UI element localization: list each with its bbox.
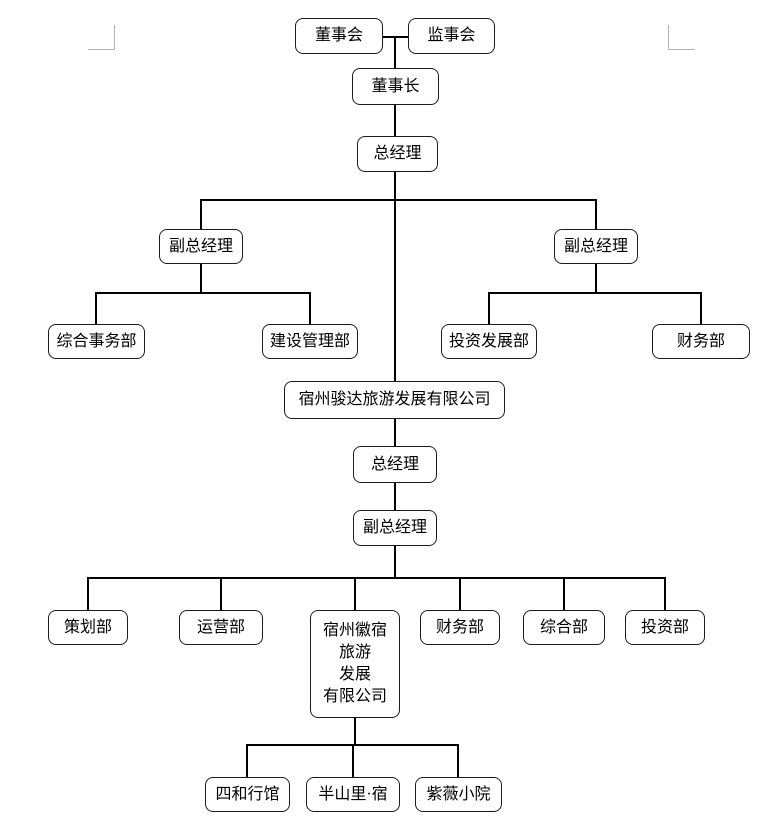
org-node-investment-dept-label: 投资部: [640, 618, 689, 636]
org-node-sihe-hotel: 四和行馆: [205, 777, 290, 812]
org-node-chairman-label: 董事长: [371, 77, 420, 95]
connector-drop-construction: [309, 292, 311, 324]
margin-mark-top-left: [114, 25, 115, 50]
connector-deputy-left-down: [200, 264, 202, 293]
org-node-general-manager-top: 总经理: [357, 136, 438, 172]
connector-deputy-bus: [200, 199, 597, 201]
org-node-operations-dept: 运营部: [179, 610, 263, 645]
connector-drop-investment-dev: [488, 292, 490, 324]
org-node-general-manager-mid-label: 总经理: [370, 455, 419, 473]
connector-gm-deputy: [394, 483, 396, 510]
connector-left-bus: [96, 292, 310, 294]
connector-drop-deputy-right: [595, 199, 597, 229]
org-node-investment-dept: 投资部: [625, 610, 705, 645]
org-node-general-affairs-dept-label: 综合事务部: [56, 332, 137, 350]
connector-drop-planning: [87, 577, 89, 610]
org-node-deputy-gm-left: 副总经理: [159, 229, 243, 264]
connector-drop-general-dept: [563, 577, 565, 610]
org-node-general-manager-top-label: 总经理: [373, 145, 422, 162]
org-node-ziwei-hotel-label: 紫薇小院: [426, 785, 491, 803]
org-node-ziwei-hotel: 紫薇小院: [415, 777, 502, 812]
connector-drop-finance-lower: [459, 577, 461, 610]
connector-drop-general-affairs: [95, 292, 97, 324]
connector-drop-huisu: [354, 577, 356, 610]
margin-mark-top-right: [668, 25, 669, 50]
org-node-finance-dept-lower-label: 财务部: [435, 618, 484, 636]
org-node-junda-company-label: 宿州骏达旅游发展有限公司: [298, 391, 491, 408]
connector-board-chairman: [394, 36, 396, 68]
margin-mark-top-left: [88, 49, 115, 50]
org-node-general-dept: 综合部: [523, 610, 605, 645]
connector-drop-deputy-left: [200, 199, 202, 229]
org-node-operations-dept-label: 运营部: [196, 618, 245, 636]
margin-mark-top-right: [668, 49, 695, 50]
org-node-sihe-hotel-label: 四和行馆: [215, 785, 280, 803]
connector-drop-finance-upper: [700, 292, 702, 324]
connector-junda-gm: [394, 419, 396, 446]
org-node-general-dept-label: 综合部: [539, 618, 588, 636]
connector-drop-sihe: [246, 744, 248, 777]
connector-drop-investment-dept: [664, 577, 666, 610]
org-node-deputy-gm-left-label: 副总经理: [168, 237, 233, 255]
connector-right-bus: [488, 292, 702, 294]
org-node-supervisory-board: 监事会: [408, 18, 495, 54]
org-node-banshanli-hotel: 半山里·宿: [306, 777, 400, 812]
org-node-construction-mgmt-dept-label: 建设管理部: [269, 332, 350, 350]
org-node-deputy-gm-mid-label: 副总经理: [362, 519, 427, 536]
org-node-huisu-company: 宿州徽宿 旅游 发展 有限公司: [310, 610, 400, 718]
connector-drop-ziwei: [457, 744, 459, 777]
connector-dept-bus: [87, 577, 666, 579]
connector-drop-banshanli: [352, 744, 354, 777]
org-node-planning-dept-label: 策划部: [63, 618, 112, 636]
org-node-investment-dev-dept: 投资发展部: [441, 324, 537, 359]
org-node-huisu-company-label: 宿州徽宿 旅游 发展 有限公司: [322, 622, 387, 705]
connector-chairman-gm: [394, 105, 396, 136]
connector-deputy-bus2: [394, 546, 396, 577]
org-node-deputy-gm-right: 副总经理: [554, 229, 638, 264]
org-node-supervisory-board-label: 监事会: [427, 27, 476, 44]
org-node-planning-dept: 策划部: [48, 610, 128, 645]
org-node-finance-dept-upper-label: 财务部: [676, 332, 725, 350]
org-node-finance-dept-upper: 财务部: [652, 324, 750, 359]
org-node-chairman: 董事长: [352, 68, 439, 105]
connector-drop-operations: [220, 577, 222, 610]
org-node-banshanli-hotel-label: 半山里·宿: [318, 785, 388, 803]
connector-huisu-down: [354, 718, 356, 744]
org-node-board: 董事会: [295, 18, 383, 54]
org-node-investment-dev-dept-label: 投资发展部: [448, 332, 529, 350]
org-node-construction-mgmt-dept: 建设管理部: [262, 324, 358, 359]
org-node-finance-dept-lower: 财务部: [420, 610, 500, 645]
org-node-general-affairs-dept: 综合事务部: [48, 324, 145, 359]
connector-deputy-right-down: [595, 264, 597, 293]
org-node-board-label: 董事会: [314, 27, 363, 44]
connector-gm-junda: [394, 172, 396, 381]
org-node-deputy-gm-right-label: 副总经理: [563, 237, 628, 255]
org-node-general-manager-mid: 总经理: [353, 446, 437, 483]
org-node-junda-company: 宿州骏达旅游发展有限公司: [284, 381, 505, 419]
org-node-deputy-gm-mid: 副总经理: [353, 510, 437, 546]
